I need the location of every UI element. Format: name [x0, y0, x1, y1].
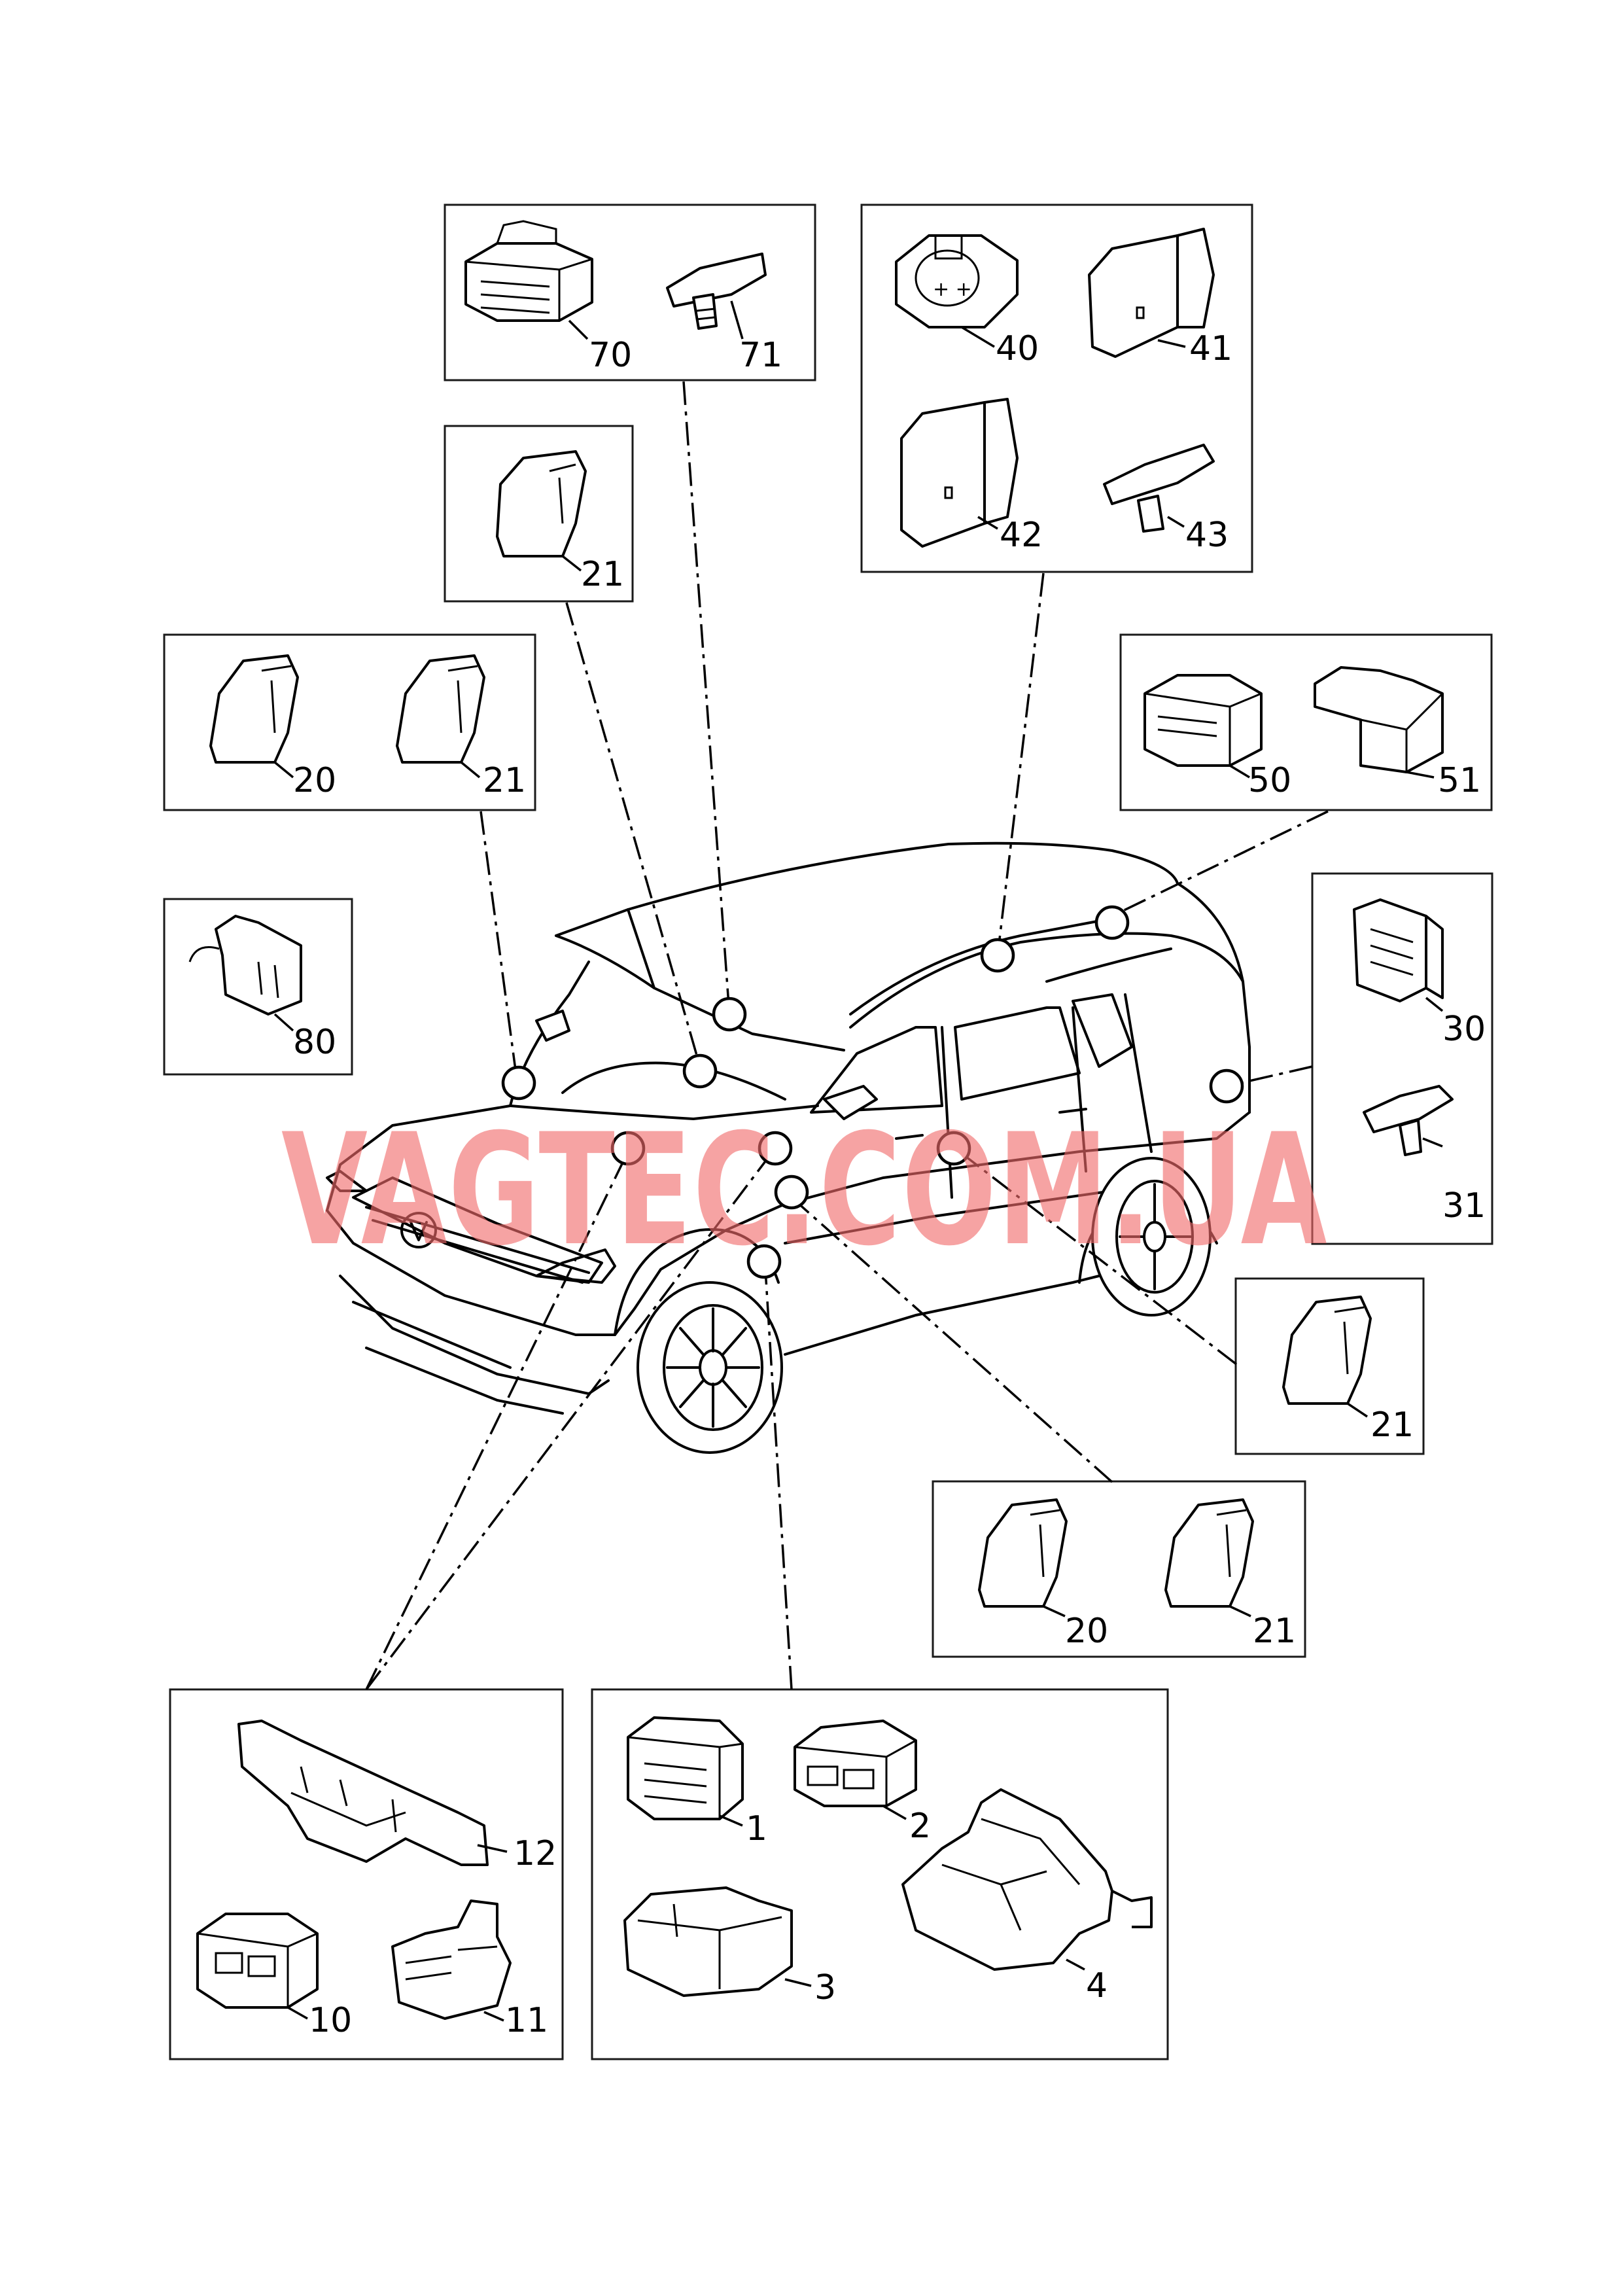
callout-51: 51 [1438, 761, 1481, 800]
fuse-box-4 [901, 1788, 1153, 1971]
housing-3 [623, 1886, 812, 1997]
watermark: VAGTEC.COM.UA [281, 1101, 1328, 1280]
grommet-21-left [396, 654, 485, 779]
clip-31 [1363, 1085, 1454, 1156]
callout-20-left: 20 [293, 761, 336, 800]
location-marker [980, 938, 1015, 973]
callout-40: 40 [996, 329, 1039, 368]
parts-box-20-21-right: 20 21 [932, 1480, 1306, 1658]
callout-2: 2 [909, 1807, 931, 1846]
connector-30 [1353, 898, 1444, 1012]
parts-box-50-51: 50 51 [1119, 633, 1493, 811]
grommet-21-right [1282, 1296, 1372, 1418]
parts-box-40-43: + + 40 41 42 43 [860, 203, 1253, 573]
connector-50 [1143, 674, 1263, 779]
callout-4: 4 [1086, 1966, 1108, 2005]
location-marker [682, 1053, 718, 1089]
connector-2 [794, 1720, 917, 1820]
location-marker [1094, 905, 1130, 940]
connector-80 [188, 915, 302, 1032]
clip-43 [1103, 444, 1215, 533]
parts-box-21-right: 21 [1234, 1277, 1425, 1455]
callout-21-lower-right: 21 [1253, 1612, 1296, 1651]
grommet-21 [496, 450, 587, 572]
location-marker [501, 1065, 536, 1101]
grommet-20-right [978, 1498, 1068, 1617]
svg-text:+ +: + + [933, 278, 972, 301]
parts-box-1-4: 1 2 3 4 [591, 1688, 1169, 2060]
parts-box-70-71: 70 71 [444, 203, 816, 381]
callout-11: 11 [505, 2001, 548, 2040]
callout-21-left: 21 [483, 761, 526, 800]
location-markers [501, 905, 1244, 1279]
callout-31: 31 [1442, 1186, 1486, 1226]
parts-box-20-21-left: 20 21 [163, 633, 536, 811]
parts-box-10-11-12: 12 10 11 [169, 1688, 564, 2060]
grommet-21-lower-right [1164, 1498, 1254, 1617]
location-marker [774, 1174, 809, 1210]
callout-42: 42 [1000, 516, 1043, 555]
location-marker [936, 1131, 971, 1166]
callout-21-top: 21 [581, 555, 624, 594]
location-marker [712, 997, 747, 1032]
callout-43: 43 [1185, 516, 1229, 555]
grommet-20-left [209, 654, 299, 779]
callout-3: 3 [814, 1968, 836, 2007]
callout-70: 70 [589, 336, 632, 375]
callout-41: 41 [1189, 329, 1232, 368]
callout-80: 80 [293, 1023, 336, 1062]
parts-box-21-top: 21 [444, 425, 634, 603]
callout-21-right: 21 [1370, 1405, 1414, 1445]
connector-70 [464, 220, 593, 340]
location-marker [758, 1131, 793, 1166]
callout-50: 50 [1248, 761, 1291, 800]
parts-box-80: 80 [163, 898, 353, 1076]
connector-42 [900, 398, 1019, 548]
connector-11 [391, 1899, 512, 2022]
leader-lines [365, 381, 1329, 1691]
connector-1 [627, 1716, 744, 1827]
connector-41 [1088, 228, 1215, 358]
parts-box-30-31: 30 31 [1311, 872, 1493, 1245]
vehicle-suv [326, 841, 1251, 1454]
location-marker [1209, 1069, 1244, 1104]
callout-30: 30 [1442, 1010, 1486, 1049]
connector-51 [1314, 666, 1444, 779]
clip-71 [666, 253, 767, 340]
callout-71: 71 [739, 336, 782, 375]
bracket-12 [237, 1720, 508, 1866]
connector-40: + + [895, 234, 1019, 348]
callout-1: 1 [746, 1809, 767, 1848]
callout-10: 10 [309, 2001, 352, 2040]
callout-12: 12 [514, 1834, 557, 1873]
connector-10 [196, 1913, 319, 2020]
location-marker [610, 1131, 646, 1166]
location-marker [746, 1244, 782, 1279]
callout-20-right: 20 [1065, 1612, 1108, 1651]
